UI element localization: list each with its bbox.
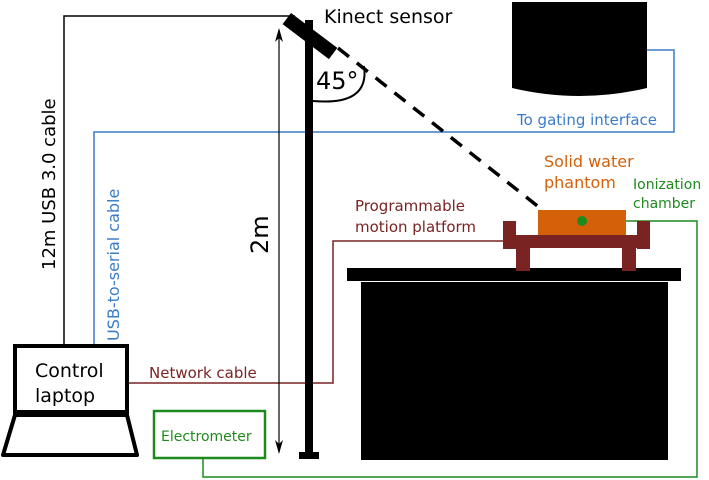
- motion-platform-label-1: Programmable: [355, 197, 465, 215]
- motion-platform-label-2: motion platform: [355, 218, 476, 236]
- motion-platform-leg-left: [516, 248, 530, 271]
- mount-pole: [305, 20, 313, 454]
- line-of-sight: [336, 46, 542, 210]
- height-label: 2m: [246, 215, 274, 254]
- linac-gantry-head: [512, 2, 647, 96]
- motion-platform-deck: [504, 235, 650, 248]
- usb3-cable-label: 12m USB 3.0 cable: [39, 98, 60, 270]
- ionization-label-2: chamber: [633, 196, 695, 212]
- motion-platform-post-left: [503, 221, 516, 249]
- usb-serial-cable-label: USB-to-serial cable: [104, 189, 123, 341]
- couch-top: [347, 268, 681, 281]
- usb3-cable-line: [63, 15, 295, 345]
- network-cable-line: [128, 240, 505, 384]
- height-arrow-top: [275, 28, 283, 42]
- kinect-sensor-label: Kinect sensor: [324, 6, 453, 28]
- laptop-label-2: laptop: [35, 385, 95, 407]
- couch-base: [361, 282, 668, 460]
- laptop-keyboard: [1, 413, 139, 457]
- kinect-sensor-body: [282, 12, 338, 60]
- motion-platform-post-right: [637, 221, 650, 249]
- height-arrow-bottom: [275, 440, 283, 454]
- electrometer-box: [152, 409, 267, 460]
- mount-pole-foot: [299, 452, 319, 459]
- angle-arc: [312, 65, 366, 103]
- solid-water-label-1: Solid water: [544, 152, 634, 171]
- network-cable-label: Network cable: [149, 364, 257, 382]
- ionization-chamber: [577, 216, 587, 226]
- angle-label: 45°: [316, 67, 359, 95]
- laptop-label-1: Control: [35, 360, 104, 382]
- solid-water-label-2: phantom: [544, 173, 616, 192]
- ionization-cable-line: [202, 220, 698, 478]
- laptop-screen: [13, 344, 129, 414]
- gating-interface-label: To gating interface: [516, 111, 657, 129]
- motion-platform-leg-right: [622, 248, 636, 271]
- usb-serial-cable-line: [93, 49, 675, 345]
- ionization-label-1: Ionization: [633, 177, 701, 193]
- electrometer-label: Electrometer: [161, 429, 252, 445]
